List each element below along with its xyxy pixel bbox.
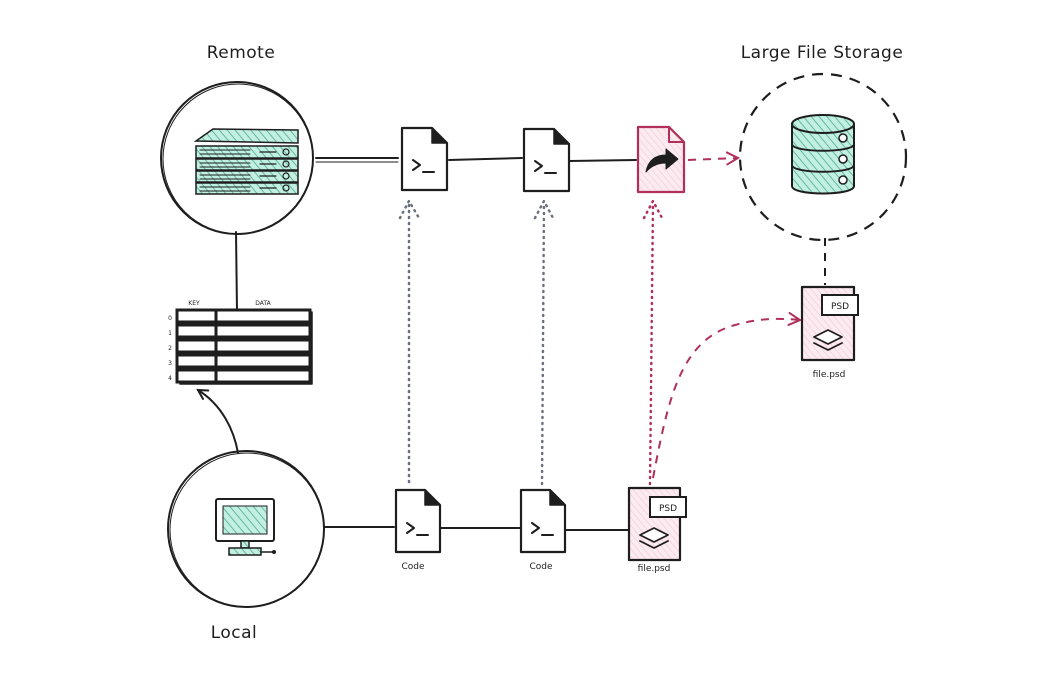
terminal-file-icon (400, 126, 449, 192)
remote-code-file-1 (400, 126, 449, 192)
remote-code-file-2 (522, 127, 571, 193)
row-index: 2 (168, 345, 172, 352)
local-label: Local (211, 623, 258, 643)
database-icon (791, 114, 855, 195)
remote-node: Remote (160, 43, 314, 235)
share-arrow-file-icon (636, 125, 686, 194)
psd-badge: PSD (831, 302, 849, 312)
lfs-node: Large File Storage (738, 43, 908, 242)
table-header-data: DATA (255, 300, 271, 307)
local-code-label: Code (529, 562, 553, 572)
terminal-file-icon (394, 488, 442, 554)
row-index: 4 (168, 375, 172, 382)
desktop-monitor-icon (215, 498, 276, 556)
terminal-file-icon (522, 127, 571, 193)
connectors (198, 157, 826, 531)
local-psd-filename: file.psd (638, 564, 671, 574)
push-arrows-code (398, 198, 555, 486)
layers-file-icon: PSD (627, 486, 687, 562)
remote-pointer-file (636, 125, 686, 194)
local-node: Local (167, 450, 325, 643)
terminal-file-icon (519, 488, 567, 554)
local-psd-file: PSD file.psd (627, 486, 687, 574)
layers-file-icon: PSD (800, 285, 859, 362)
remote-label: Remote (207, 43, 276, 63)
table-header-key: KEY (188, 300, 200, 307)
psd-badge: PSD (659, 504, 677, 514)
row-index: 3 (168, 360, 172, 367)
local-code-file-2: Code (519, 488, 567, 572)
server-rack-icon (193, 128, 299, 195)
lfs-psd-filename: file.psd (813, 370, 846, 380)
local-code-label: Code (401, 562, 425, 572)
table-row-indices: 0 1 2 3 4 (168, 315, 172, 382)
row-index: 0 (168, 315, 172, 322)
table-rows (175, 308, 313, 385)
lfs-label: Large File Storage (741, 43, 904, 63)
local-code-file-1: Code (394, 488, 442, 572)
push-arrows-lfs (642, 158, 800, 486)
lfs-psd-file: PSD file.psd (800, 285, 859, 380)
row-index: 1 (168, 330, 172, 337)
key-data-table: KEY DATA 0 1 2 3 4 (168, 300, 313, 385)
